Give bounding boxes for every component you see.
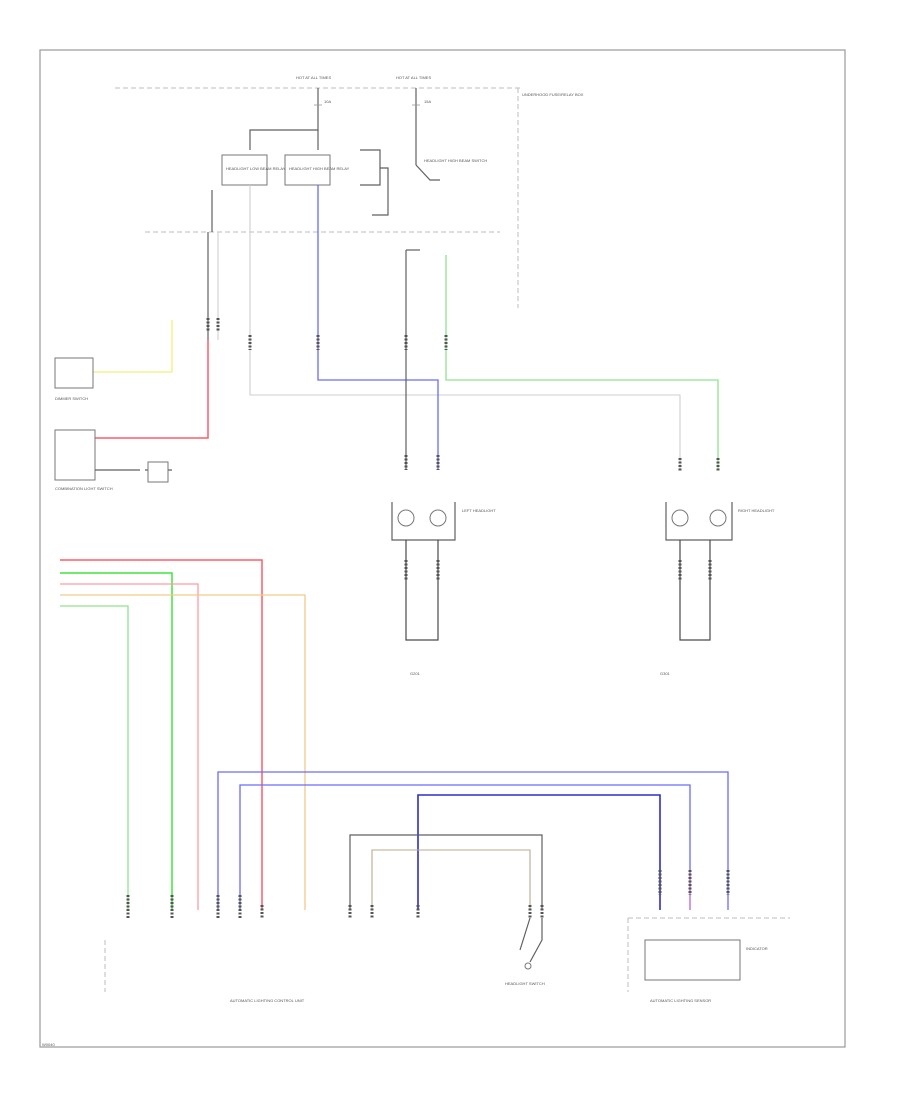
right-headlight-label: RIGHT HEADLIGHT [738, 508, 775, 513]
relay-wire-5 [445, 255, 719, 470]
right-ground-wire-1 [679, 540, 711, 641]
high-beam-switch [415, 164, 440, 181]
dimmer-switch-label: DIMMER SWITCH [55, 396, 88, 401]
right-headlight-lamp-2 [709, 509, 727, 527]
relay-coil [360, 149, 389, 216]
red-wire-control [60, 559, 263, 910]
relay-wire-3 [317, 185, 439, 470]
relay-wire-2 [249, 185, 681, 470]
blue-wire-sensor-1 [217, 771, 729, 910]
combination-switch-label: COMBINATION LIGHT SWITCH [55, 486, 113, 491]
relay-right-label: HEADLIGHT HIGH BEAM RELAY [289, 166, 350, 171]
left-headlight-lamp-2 [429, 509, 447, 527]
control-unit-label: AUTOMATIC LIGHTING CONTROL UNIT [230, 998, 305, 1003]
relay-left [221, 154, 268, 186]
left-ground-label: G201 [410, 671, 421, 676]
fuse-right-id: 15A [424, 99, 431, 104]
left-headlight-housing [391, 502, 456, 541]
light-sensor-label: AUTOMATIC LIGHTING SENSOR [650, 998, 711, 1003]
left-ground-wire-1 [405, 540, 439, 641]
red-wire-switch [95, 340, 209, 439]
fuse-right-label: HOT AT ALL TIMES [396, 75, 431, 80]
diagram-frame [39, 49, 846, 1048]
fuse-left-id: 10A [324, 99, 331, 104]
indicator-label: INDICATOR [746, 946, 768, 951]
footer-code: W0040 [42, 1042, 55, 1047]
right-headlight-housing [665, 502, 733, 541]
switch-high-label: HEADLIGHT HIGH BEAM SWITCH [424, 158, 487, 163]
tan-wire-switch [371, 849, 531, 910]
headlight-switch-contact [524, 962, 532, 970]
right-headlight-lamp-1 [671, 509, 689, 527]
orange-wire-control [60, 594, 306, 910]
green-wire-control [60, 605, 129, 910]
headlight-switch-symbol [519, 917, 543, 963]
dimmer-switch [54, 357, 94, 389]
navy-wire-sensor [417, 794, 661, 910]
pink-wire-control [60, 583, 199, 910]
yellow-wire [92, 320, 173, 373]
lime-wire-control [60, 572, 173, 910]
combination-switch [54, 429, 96, 481]
relay-left-label: HEADLIGHT LOW BEAM RELAY [226, 166, 286, 171]
sensor-border [627, 917, 790, 992]
relay-right [284, 154, 331, 186]
fuse-left-label: HOT AT ALL TIMES [296, 75, 331, 80]
dark-wire-switch-1 [349, 834, 543, 910]
left-headlight-label: LEFT HEADLIGHT [462, 508, 496, 513]
light-sensor-box [644, 939, 741, 981]
right-ground-label: G301 [660, 671, 671, 676]
switch-output-box [147, 461, 169, 483]
underhood-box-label: UNDERHOOD FUSE/RELAY BOX [522, 92, 584, 97]
left-headlight-lamp-1 [397, 509, 415, 527]
headlight-switch-label: HEADLIGHT SWITCH [505, 981, 545, 986]
blue-wire-sensor-2 [239, 784, 691, 910]
fuse-left-wire [249, 88, 319, 150]
